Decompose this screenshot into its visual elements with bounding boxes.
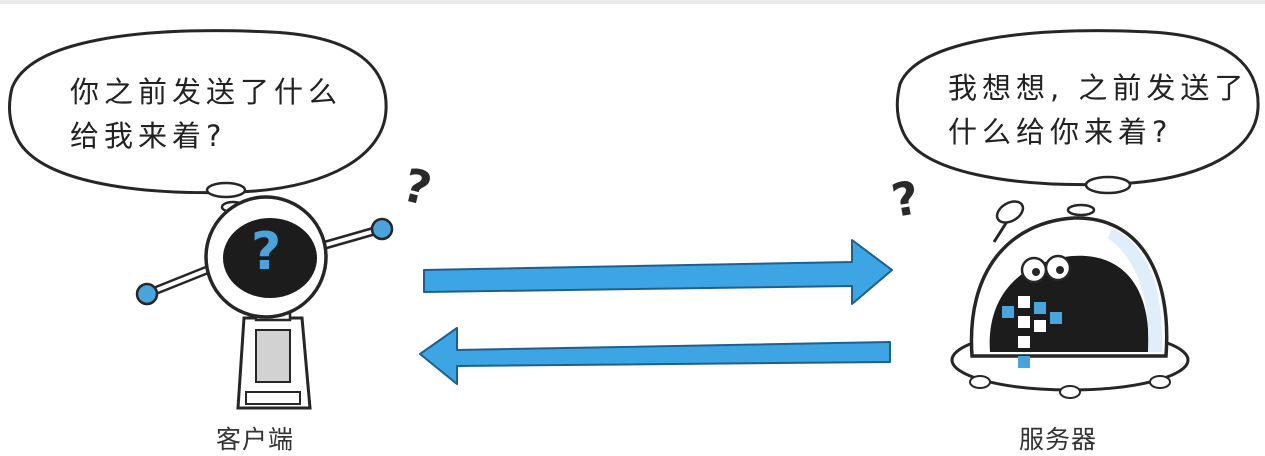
server-label: 服务器 [1019,425,1098,454]
server-thought-line-1: 我想想, 之前发送了 [948,71,1249,105]
arrow-client-to-server [423,239,893,305]
client-thought-line-2: 给我来着? [70,119,227,153]
arrow-server-to-client [419,327,891,385]
client-label: 客户端 [216,425,295,454]
server-robot [950,200,1190,399]
top-divider [0,0,1265,4]
client-face-question-icon: ? [251,222,282,282]
client-thought-line-1: 你之前发送了什么 [70,75,343,109]
server-thought-line-2: 什么给你来着? [948,115,1173,149]
client-thought-bubble [8,29,388,214]
client-robot [135,195,394,410]
client-thought-text: 你之前发送了什么 给我来着? [70,70,342,158]
server-thought-bubble [895,29,1260,217]
server-thought-text: 我想想, 之前发送了 什么给你来着? [948,66,1248,154]
arrows-group [419,239,893,385]
